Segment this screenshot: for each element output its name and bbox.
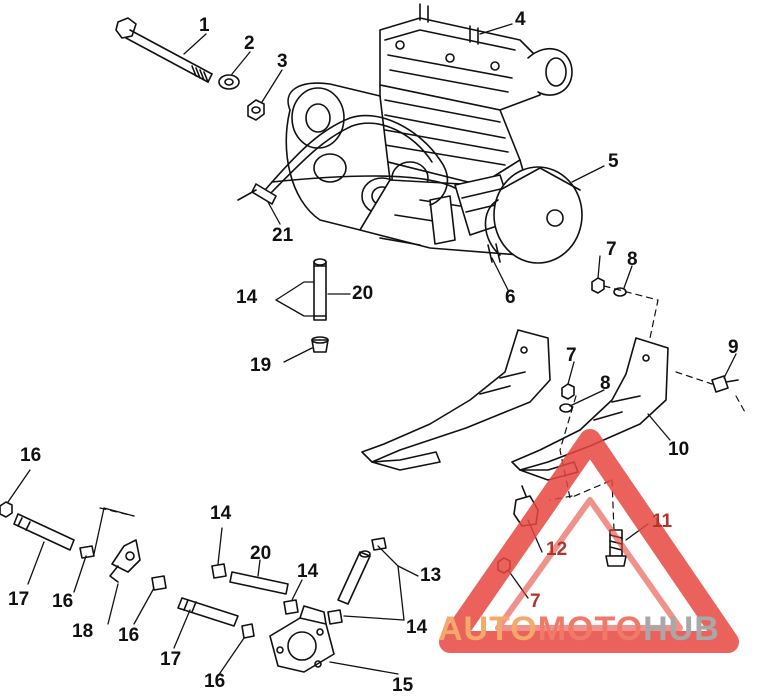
bolt-icon xyxy=(711,375,739,393)
callout-label: 10 xyxy=(668,439,690,460)
callout-label: 21 xyxy=(272,225,294,246)
callout-label: 16 xyxy=(118,625,140,646)
fitting-icon xyxy=(371,537,387,551)
housing-icon xyxy=(269,605,335,673)
callout-label: 9 xyxy=(728,337,739,358)
cable-icon xyxy=(237,114,456,206)
callout-label: 5 xyxy=(608,151,619,172)
callout-label: 16 xyxy=(204,671,226,692)
callout-label: 3 xyxy=(277,51,288,72)
callout-label: 2 xyxy=(244,33,255,54)
callout-label: 20 xyxy=(250,543,272,564)
pipe-icon xyxy=(337,550,371,605)
callout-label: 7 xyxy=(530,591,541,612)
watermark-part-3: HUB xyxy=(643,610,720,648)
fitting-icon xyxy=(241,623,255,639)
callout-label: 7 xyxy=(606,239,617,260)
callout-label: 14 xyxy=(210,503,232,524)
pipe-icon xyxy=(313,258,327,321)
callout-label: 19 xyxy=(250,355,272,376)
watermark-triangle-icon xyxy=(439,429,739,653)
callout-label: 8 xyxy=(627,249,638,270)
fitting-icon xyxy=(109,539,141,583)
callout-label: 17 xyxy=(8,589,30,610)
nut-icon xyxy=(247,99,265,121)
callout-label: 17 xyxy=(160,649,182,670)
fitting-icon xyxy=(151,575,167,591)
pipe-icon xyxy=(177,597,239,627)
callout-label: 14 xyxy=(297,561,319,582)
pipe-icon xyxy=(229,571,289,595)
fitting-icon xyxy=(311,336,329,353)
fitting-icon xyxy=(327,609,343,625)
callout-label: 16 xyxy=(52,591,74,612)
washer-icon xyxy=(218,74,240,90)
pipe-icon xyxy=(13,513,75,551)
watermark-text: AUTOMOTOHUB xyxy=(438,612,720,646)
callout-label: 20 xyxy=(352,283,374,304)
callout-label: 14 xyxy=(406,617,428,638)
callout-label: 7 xyxy=(566,345,577,366)
watermark-part-2: MOTO xyxy=(537,610,644,648)
fitting-icon xyxy=(79,545,95,559)
callout-label: 15 xyxy=(392,675,414,696)
engine-icon xyxy=(285,3,583,264)
callout-label: 18 xyxy=(72,621,94,642)
watermark-part-1: AUTO xyxy=(438,610,538,648)
callout-label: 8 xyxy=(600,373,611,394)
callout-label: 1 xyxy=(199,15,210,36)
nut-icon xyxy=(561,383,575,400)
callout-label: 12 xyxy=(546,539,568,560)
callout-label: 13 xyxy=(420,565,442,586)
fitting-icon xyxy=(283,599,299,615)
callout-label: 6 xyxy=(505,287,516,308)
fitting-icon xyxy=(211,563,227,579)
bolt-icon xyxy=(115,17,213,83)
callout-label: 16 xyxy=(20,445,42,466)
callout-label: 11 xyxy=(652,511,673,532)
callout-label: 4 xyxy=(515,9,526,30)
nut-icon xyxy=(591,277,605,294)
callout-label: 14 xyxy=(236,287,258,308)
nut-icon xyxy=(0,501,13,518)
bracket-icon xyxy=(361,329,551,471)
